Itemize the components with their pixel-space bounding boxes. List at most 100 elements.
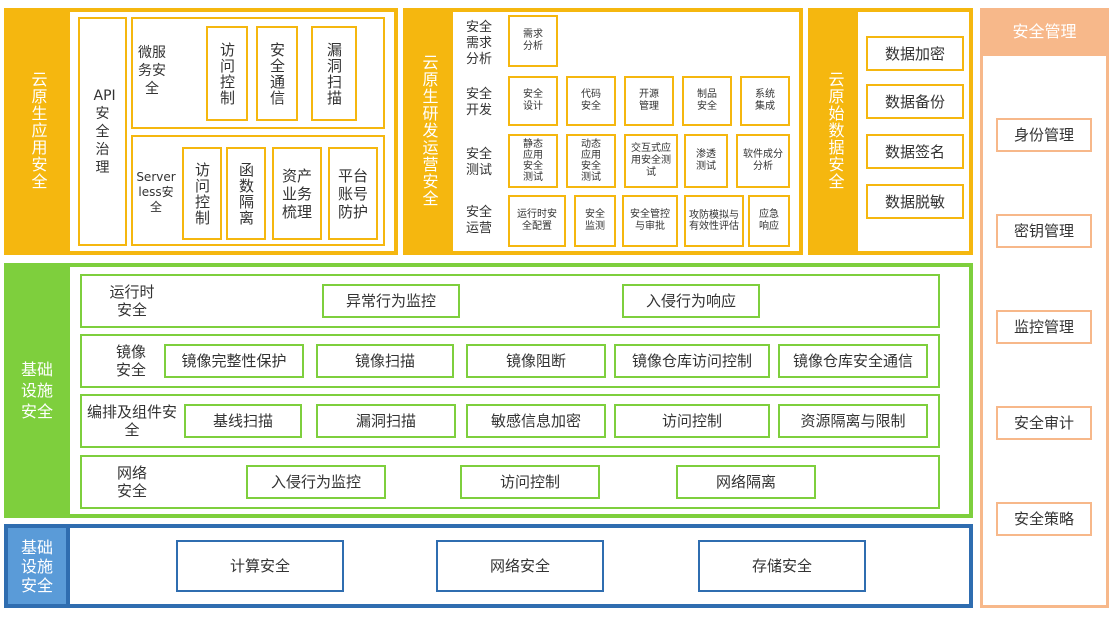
- serverless-item-3: 资产业务梳理: [272, 147, 322, 240]
- data-item-backup: 数据备份: [866, 84, 964, 119]
- mgmt-item-identity-text: 身份管理: [1013, 126, 1074, 144]
- devops-row-label-3: 安全测试: [456, 138, 502, 188]
- microservice-item-3-text: 漏洞扫描: [325, 41, 343, 106]
- devops-item-emergency-response: 应急响应: [748, 195, 790, 247]
- infra-row-runtime: [80, 274, 940, 328]
- security-management-title: 安全管理: [1012, 22, 1077, 41]
- devops-item-sca: 软件成分分析: [736, 134, 790, 188]
- devops-row-label-4-text: 安全运营: [465, 205, 492, 236]
- infra-item-access-control: 访问控制: [614, 404, 770, 438]
- infra-item-access-control-text: 访问控制: [661, 412, 722, 430]
- microservice-item-2: 安全通信: [256, 26, 298, 121]
- base-item-compute: 计算安全: [176, 540, 344, 592]
- infra-item-registry-access-text: 镜像仓库访问控制: [631, 352, 752, 370]
- devops-item-open-source-mgmt: 开源管理: [624, 76, 674, 126]
- devops-item-artifact-security-text: 制品安全: [697, 89, 717, 112]
- infra-row-runtime-label: 运行时安全: [96, 278, 168, 324]
- data-item-signature-text: 数据签名: [884, 142, 945, 161]
- devops-security-title: 云原生研发运营安全: [407, 20, 451, 240]
- infra-item-anomaly-monitoring: 异常行为监控: [322, 284, 460, 318]
- devops-row-label-1-text: 安全需求分析: [465, 20, 492, 67]
- infra-item-baseline-scan-text: 基线扫描: [212, 412, 273, 430]
- serverless-item-1: 访问控制: [182, 147, 222, 240]
- data-item-masking: 数据脱敏: [866, 184, 964, 219]
- mgmt-item-policy: 安全策略: [996, 502, 1092, 536]
- mgmt-item-monitoring: 监控管理: [996, 310, 1092, 344]
- infra-item-intrusion-monitoring-text: 入侵行为监控: [270, 473, 361, 491]
- infra-item-intrusion-response-text: 入侵行为响应: [645, 292, 736, 310]
- base-item-network: 网络安全: [436, 540, 604, 592]
- infra-item-sensitive-encrypt: 敏感信息加密: [466, 404, 606, 438]
- api-security-box: API安全治理: [78, 17, 127, 246]
- infra-item-registry-comm-text: 镜像仓库安全通信: [792, 352, 913, 370]
- devops-item-sast-text: 静态应用安全测试: [523, 139, 543, 183]
- infra-item-intrusion-monitoring: 入侵行为监控: [246, 465, 386, 499]
- mgmt-item-key-text: 密钥管理: [1013, 222, 1074, 240]
- infra-item-intrusion-response: 入侵行为响应: [622, 284, 760, 318]
- data-security-title: 云原始数据安全: [813, 40, 857, 220]
- devops-item-emergency-response-text: 应急响应: [759, 209, 779, 232]
- serverless-label-text: Serverless安全: [136, 169, 176, 214]
- devops-item-system-integration-text: 系统集成: [755, 89, 775, 112]
- infra-item-resource-isolation-text: 资源隔离与限制: [800, 412, 906, 430]
- base-security-title-text: 基础设施安全: [20, 537, 53, 595]
- infra-item-network-access-control: 访问控制: [460, 465, 600, 499]
- devops-row-label-2-text: 安全开发: [465, 87, 492, 118]
- base-item-storage: 存储安全: [698, 540, 866, 592]
- data-item-encryption-text: 数据加密: [884, 44, 945, 63]
- devops-item-iast-text: 交互式应用安全测试: [631, 143, 671, 178]
- data-item-encryption: 数据加密: [866, 36, 964, 71]
- devops-item-attack-simulation: 攻防模拟与有效性评估: [684, 195, 744, 247]
- infra-security-title-text: 基础设施安全: [20, 359, 53, 421]
- cloud-native-app-security-title: 云原生应用安全: [10, 40, 66, 220]
- infra-row-orchestration-label-text: 编排及组件安全: [86, 403, 177, 439]
- devops-item-dast-text: 动态应用安全测试: [581, 139, 601, 183]
- infra-item-image-scan: 镜像扫描: [316, 344, 454, 378]
- serverless-item-4-text: 平台账号防护: [337, 166, 368, 221]
- serverless-item-4: 平台账号防护: [328, 147, 378, 240]
- infra-item-vuln-scan: 漏洞扫描: [316, 404, 456, 438]
- devops-item-sca-text: 软件成分分析: [743, 149, 783, 172]
- infra-item-image-block: 镜像阻断: [466, 344, 606, 378]
- devops-item-system-integration: 系统集成: [740, 76, 790, 126]
- infra-item-registry-access: 镜像仓库访问控制: [614, 344, 770, 378]
- devops-item-code-security-text: 代码安全: [581, 89, 601, 112]
- devops-item-control-approval-text: 安全管控与审批: [630, 209, 670, 232]
- base-item-compute-text: 计算安全: [229, 557, 290, 575]
- infra-item-vuln-scan-text: 漏洞扫描: [355, 412, 416, 430]
- infra-row-image-label-text: 镜像安全: [115, 343, 146, 379]
- devops-security-title-text: 云原生研发运营安全: [419, 53, 439, 207]
- infra-item-registry-comm: 镜像仓库安全通信: [778, 344, 928, 378]
- base-item-network-text: 网络安全: [489, 557, 550, 575]
- devops-item-requirement-analysis-text: 需求分析: [523, 29, 543, 52]
- devops-row-label-3-text: 安全测试: [465, 147, 492, 178]
- infra-security-title: 基础设施安全: [8, 330, 66, 450]
- microservice-label: 微服务安全: [133, 36, 171, 106]
- devops-item-penetration-test: 渗透测试: [684, 134, 728, 188]
- devops-item-secure-design: 安全设计: [508, 76, 558, 126]
- cloud-native-app-security-title-text: 云原生应用安全: [28, 70, 48, 190]
- devops-row-label-4: 安全运营: [456, 196, 502, 246]
- devops-row-label-2: 安全开发: [456, 80, 502, 126]
- mgmt-item-audit: 安全审计: [996, 406, 1092, 440]
- infra-row-image-label: 镜像安全: [100, 338, 162, 384]
- mgmt-item-policy-text: 安全策略: [1013, 510, 1074, 528]
- infra-row-orchestration-label: 编排及组件安全: [84, 398, 180, 444]
- devops-item-secure-design-text: 安全设计: [523, 89, 543, 112]
- infra-item-network-isolation-text: 网络隔离: [715, 473, 776, 491]
- infra-row-network-label-text: 网络安全: [116, 464, 147, 500]
- microservice-item-2-text: 安全通信: [268, 41, 286, 106]
- security-management-header: 安全管理: [980, 8, 1109, 56]
- devops-item-penetration-test-text: 渗透测试: [696, 149, 716, 172]
- infra-item-image-integrity: 镜像完整性保护: [164, 344, 304, 378]
- microservice-item-1: 访问控制: [206, 26, 248, 121]
- base-item-storage-text: 存储安全: [751, 557, 812, 575]
- devops-item-dast: 动态应用安全测试: [566, 134, 616, 188]
- serverless-item-1-text: 访问控制: [193, 161, 211, 226]
- devops-item-runtime-config: 运行时安全配置: [508, 195, 566, 247]
- infra-row-runtime-label-text: 运行时安全: [109, 283, 155, 319]
- api-security-label: API安全治理: [93, 87, 116, 176]
- mgmt-item-key: 密钥管理: [996, 214, 1092, 248]
- mgmt-item-identity: 身份管理: [996, 118, 1092, 152]
- infra-item-baseline-scan: 基线扫描: [184, 404, 302, 438]
